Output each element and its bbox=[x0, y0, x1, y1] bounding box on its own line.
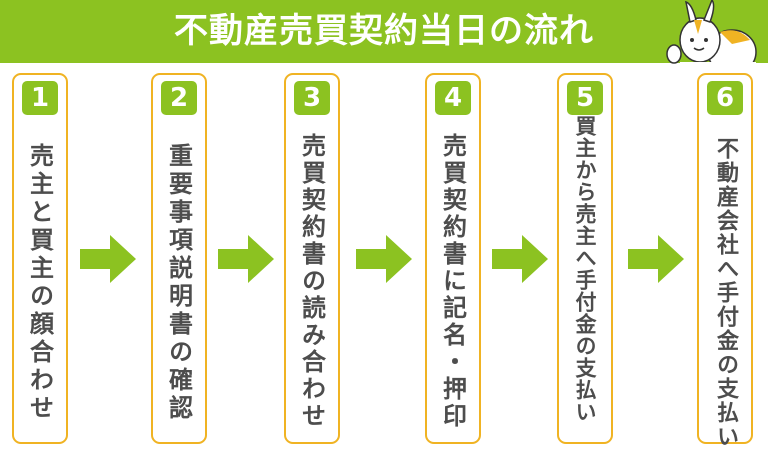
step-1: 1 売主と買主の顔合わせ bbox=[12, 73, 68, 444]
arrow-right-icon bbox=[628, 235, 684, 283]
page-title: 不動産売買契約当日の流れ bbox=[174, 11, 594, 51]
arrow-right-icon bbox=[80, 235, 136, 283]
step-number: 3 bbox=[294, 81, 330, 115]
step-label: 売買契約書に記名・押印 bbox=[438, 133, 467, 430]
step-number: 2 bbox=[161, 81, 197, 115]
title-banner: 不動産売買契約当日の流れ bbox=[0, 0, 768, 72]
arrow-right-icon bbox=[356, 235, 412, 283]
arrow-right-icon bbox=[492, 235, 548, 283]
step-3: 3 売買契約書の読み合わせ bbox=[284, 73, 340, 444]
step-label: 不動産会社へ手付金の支払い bbox=[713, 137, 738, 449]
step-label: 重要事項説明書の確認 bbox=[164, 143, 193, 423]
step-number: 1 bbox=[22, 81, 58, 115]
step-label: 売主と買主の顔合わせ bbox=[25, 143, 54, 423]
step-4: 4 売買契約書に記名・押印 bbox=[425, 73, 481, 444]
step-6: 6 不動産会社へ手付金の支払い bbox=[697, 73, 753, 449]
step-5: 5 買主から売主へ手付金の支払い bbox=[557, 73, 613, 444]
step-number: 4 bbox=[435, 81, 471, 115]
step-2: 2 重要事項説明書の確認 bbox=[151, 73, 207, 444]
step-label: 売買契約書の読み合わせ bbox=[297, 133, 326, 430]
arrow-right-icon bbox=[218, 235, 274, 283]
step-number: 6 bbox=[707, 81, 743, 115]
mascot-icon bbox=[666, 0, 757, 72]
step-label: 買主から売主へ手付金の支払い bbox=[573, 115, 597, 423]
step-number: 5 bbox=[567, 81, 603, 115]
